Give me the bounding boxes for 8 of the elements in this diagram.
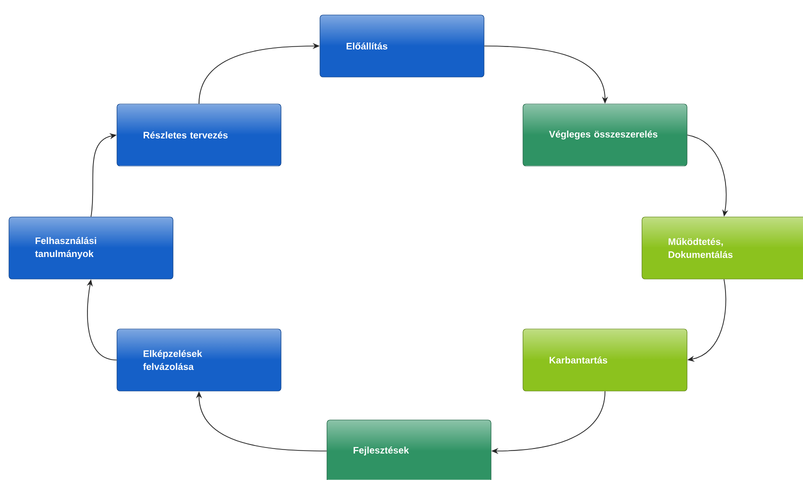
process-box: Elképzelések felvázolása — [116, 328, 282, 392]
process-box: Felhasználási tanulmányok — [8, 216, 174, 280]
process-box: Végleges összeszerelés — [522, 104, 688, 166]
process-box: Működtetés, Dokumentálás — [642, 216, 803, 280]
process-box: Karbantartás — [522, 328, 688, 392]
process-box: Előállítás — [320, 14, 484, 78]
process-box: Fejlesztések — [326, 420, 492, 480]
process-box: Részletes tervezés — [116, 104, 282, 166]
